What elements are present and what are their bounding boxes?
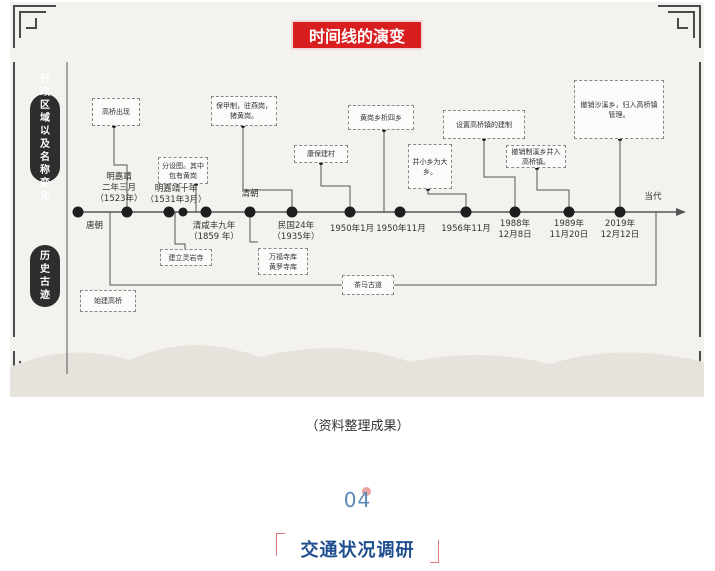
date-label-1988: 1988年 12月8日	[498, 219, 532, 240]
category-admin-label: 行政区域以及名称变化	[30, 74, 60, 202]
date-label-tang: 唐朝	[86, 221, 104, 231]
timeline-dot-qing	[244, 206, 256, 218]
timeline-figure: 时间线的演变 行政区域以及名称变化 历史古迹 高桥出现 分设图。其中包有黄岗 保…	[10, 2, 704, 397]
heritage-box-h4: 茶马古道	[342, 275, 394, 295]
event-box-e8: 撤销制溪乡并入高桥镇。	[506, 145, 566, 168]
mountain-watermark	[10, 345, 704, 397]
timeline-dot-1935	[286, 206, 298, 218]
timeline-dot-1988	[509, 206, 521, 218]
event-box-e1: 高桥出现	[92, 98, 140, 126]
axis-end-label: 当代	[644, 192, 662, 202]
date-label-qing: 清朝	[241, 189, 259, 199]
event-box-e9: 撤销沙溪乡，归入高桥镇管理。	[574, 80, 664, 139]
timeline-title: 时间线的演变	[293, 22, 421, 48]
section-number: 04	[343, 488, 372, 512]
date-label-1531: 明嘉靖十年 （1531年3月）	[145, 184, 207, 205]
section-title: 交通状况调研	[300, 540, 415, 561]
heritage-box-h3: 始建高桥	[80, 290, 136, 312]
section-dot-decoration	[362, 487, 371, 496]
date-label-1935: 民国24年 （1935年）	[272, 221, 320, 242]
date-label-1950a: 1950年1月	[329, 224, 375, 234]
timeline-dot-1950b	[394, 206, 406, 218]
event-box-e2: 分设图。其中包有黄岗	[158, 157, 208, 184]
date-label-1950b: 1950年11月	[376, 224, 426, 234]
timeline-graphics	[10, 5, 704, 397]
timeline-dot-1523	[121, 206, 133, 218]
event-box-e7: 设置高桥镇的建制	[443, 110, 525, 139]
category-heritage-label: 历史古迹	[30, 245, 60, 307]
date-label-1956: 1956年11月	[441, 224, 491, 234]
bracket-left-decoration	[276, 533, 285, 556]
figure-caption: （资料整理成果）	[305, 419, 410, 434]
timeline-dot-2019	[614, 206, 626, 218]
date-label-1859: 清咸丰九年 （1859 年）	[189, 221, 239, 242]
event-box-e4: 康保建村	[294, 145, 348, 163]
heritage-box-h2: 万福寺库 黄罗寺库	[258, 248, 308, 275]
heritage-box-h1: 建立灵岩寺	[160, 249, 212, 266]
bracket-right-decoration	[430, 540, 439, 563]
timeline-dot-tang	[72, 206, 84, 218]
event-box-e6: 并小乡为大乡。	[408, 144, 452, 189]
date-label-1989: 1989年 11月20日	[549, 219, 589, 240]
event-box-e3: 保甲制，驻燕岗，猪黄岗。	[211, 96, 277, 126]
date-label-1523: 明嘉靖 二年三月 （1523年）	[95, 172, 143, 204]
timeline-dot-1531b	[178, 207, 188, 217]
date-label-2019: 2019年 12月12日	[600, 219, 640, 240]
timeline-dot-1956	[460, 206, 472, 218]
timeline-dot-1531	[163, 206, 175, 218]
event-box-e5: 黄岗乡析四乡	[348, 105, 414, 130]
timeline-dot-1859	[200, 206, 212, 218]
timeline-dot-1989	[563, 206, 575, 218]
timeline-dot-1950a	[344, 206, 356, 218]
